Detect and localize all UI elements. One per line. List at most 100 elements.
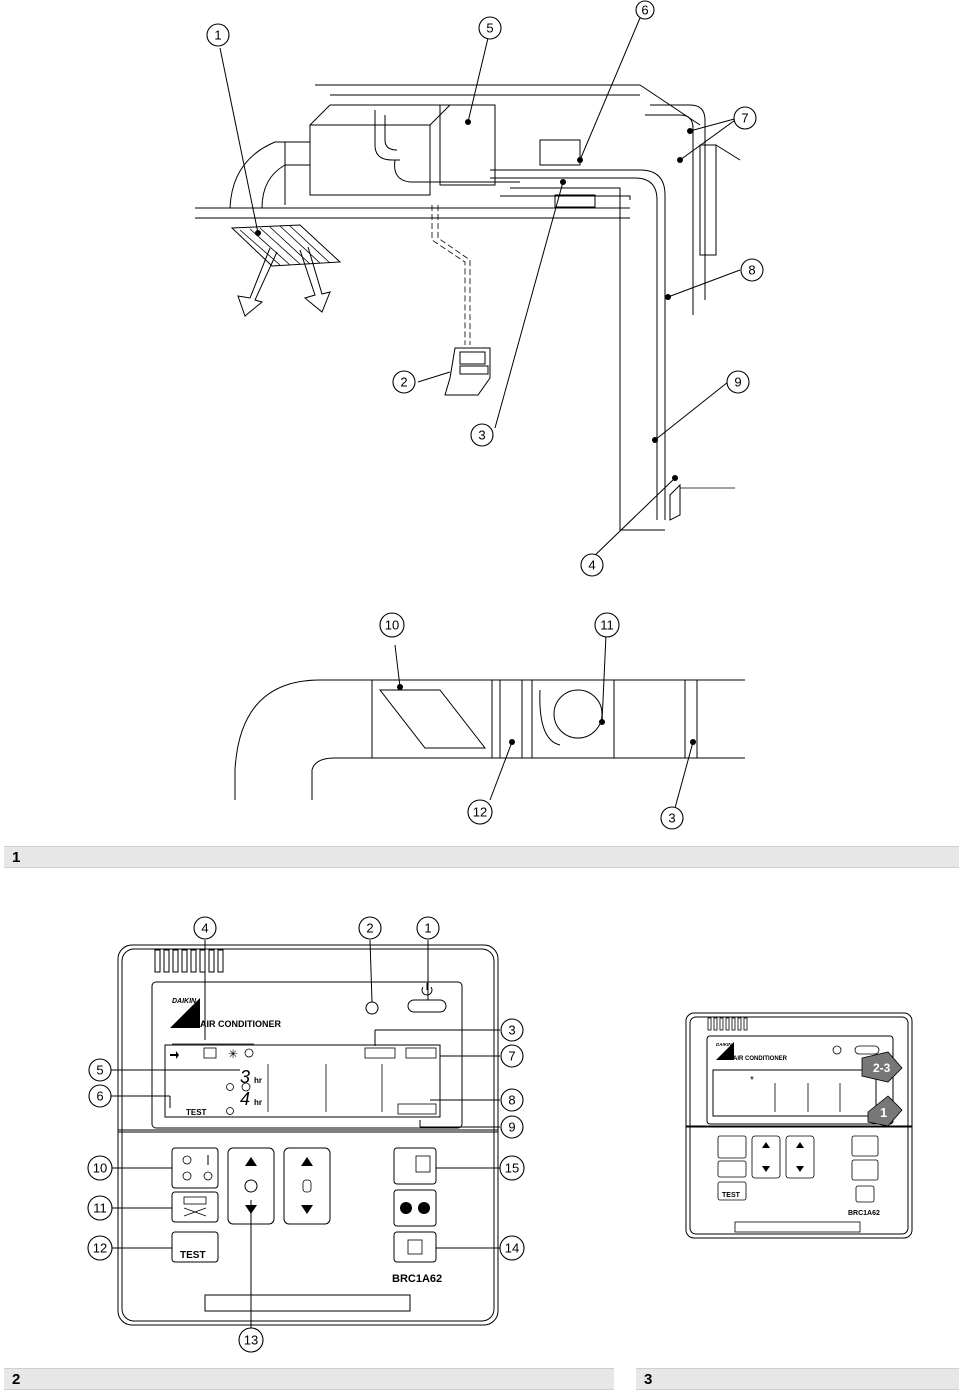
- svg-text:3: 3: [478, 428, 485, 443]
- indoor-unit-body: [309, 104, 520, 196]
- callout-3: 3: [500, 1018, 524, 1042]
- drain-hose: [431, 205, 471, 345]
- power-icon: [421, 983, 433, 996]
- vent-slots-small: [707, 1017, 748, 1031]
- figure-1-label-bar: 1: [4, 846, 959, 868]
- timer-on-off-button: [171, 1191, 219, 1223]
- svg-text:6: 6: [641, 3, 648, 18]
- callout-9: 9: [726, 370, 750, 394]
- callout-8: 8: [500, 1088, 524, 1112]
- callout-15: 15: [499, 1155, 525, 1181]
- remote-controller-small: [444, 347, 491, 396]
- svg-text:12: 12: [93, 1241, 107, 1256]
- on-off-button: [407, 999, 447, 1013]
- step-badge-2-3: 2-3: [861, 1051, 903, 1083]
- svg-text:5: 5: [486, 21, 493, 36]
- callout-2: 2: [358, 916, 382, 940]
- callout-6: 6: [88, 1084, 112, 1108]
- svg-text:4: 4: [588, 558, 595, 573]
- duct-detail: [234, 634, 745, 809]
- figure-3-number: 3: [644, 1371, 653, 1388]
- airflow-arrows: [237, 246, 331, 317]
- lcd-display: [164, 1044, 441, 1118]
- svg-text:5: 5: [96, 1063, 103, 1078]
- svg-text:TEST: TEST: [722, 1192, 741, 1199]
- figure-1-dots: [255, 119, 693, 481]
- svg-text:13: 13: [244, 1333, 258, 1348]
- air-flow-direction-button: [393, 1231, 437, 1263]
- callout-9: 9: [500, 1115, 524, 1139]
- wall-duct: [645, 104, 741, 315]
- svg-text:9: 9: [508, 1120, 515, 1135]
- callout-10: 10: [87, 1155, 113, 1181]
- lcd-segments: [267, 1064, 383, 1112]
- timer-off-unit: hr: [254, 1098, 262, 1107]
- callout-1: 1: [206, 23, 230, 47]
- figure-2-leader-lines: [110, 939, 500, 1328]
- ceiling-slab: [195, 84, 701, 219]
- svg-text:10: 10: [385, 618, 399, 633]
- svg-text:1: 1: [214, 28, 221, 43]
- figure-2-number: 2: [12, 1371, 21, 1388]
- timer-on-unit: hr: [254, 1076, 262, 1085]
- svg-text:11: 11: [600, 618, 614, 633]
- svg-text:2-3: 2-3: [873, 1061, 891, 1075]
- callout-2: 2: [392, 370, 416, 394]
- svg-text:1: 1: [880, 1105, 887, 1120]
- callout-10: 10: [379, 612, 405, 638]
- product-name-small: AIR CONDITIONER: [733, 1056, 788, 1062]
- callout-13: 13: [238, 1327, 264, 1353]
- callout-7: 7: [500, 1044, 524, 1068]
- callout-4: 4: [580, 553, 604, 577]
- svg-text:7: 7: [508, 1049, 515, 1064]
- lcd-top-icons: ✳: [170, 1043, 437, 1061]
- svg-text:4: 4: [201, 921, 208, 936]
- figure-2-remote-controller: DAIKIN AIR CONDITIONER ✳ 3 hr 4 hr: [87, 916, 525, 1353]
- callout-3: 3: [470, 423, 494, 447]
- svg-text:DAIKIN: DAIKIN: [172, 998, 197, 1005]
- temperature-adjust-button: [283, 1147, 331, 1225]
- figure-1-number: 1: [12, 849, 21, 866]
- vent-slots: [154, 949, 224, 973]
- svg-text:3: 3: [668, 811, 675, 826]
- callout-6: 6: [635, 0, 655, 20]
- product-name: AIR CONDITIONER: [200, 1019, 282, 1029]
- svg-text:2: 2: [366, 921, 373, 936]
- lcd-test-label: TEST: [186, 1108, 207, 1117]
- svg-text:9: 9: [734, 375, 741, 390]
- svg-text:*: *: [750, 1075, 754, 1086]
- callout-11: 11: [87, 1195, 113, 1221]
- svg-text:6: 6: [96, 1089, 103, 1104]
- callout-12: 12: [87, 1235, 113, 1261]
- figure-1-installation: 1 5 6 7 8 2 9 3 4 10 11 12 3: [195, 0, 764, 830]
- svg-text:3: 3: [508, 1023, 515, 1038]
- timer-on-digit: 3: [240, 1067, 250, 1087]
- svg-text:8: 8: [508, 1093, 515, 1108]
- timer-off-digit: 4: [240, 1089, 250, 1109]
- callout-1: 1: [416, 916, 440, 940]
- callout-14: 14: [499, 1235, 525, 1261]
- callout-12: 12: [467, 799, 493, 825]
- model-name-small: BRC1A62: [848, 1210, 880, 1217]
- svg-text:TEST: TEST: [180, 1250, 206, 1261]
- svg-text:15: 15: [505, 1161, 519, 1176]
- daikin-logo: DAIKIN: [170, 998, 200, 1028]
- test-button: TEST: [171, 1231, 219, 1263]
- callout-5: 5: [478, 16, 502, 40]
- figure-3-label-bar: 3: [636, 1368, 959, 1390]
- callout-5: 5: [88, 1058, 112, 1082]
- air-outlet-grille: [230, 224, 342, 267]
- figure-2-label-bar: 2: [4, 1368, 614, 1390]
- timer-adjust-button: [227, 1147, 275, 1225]
- svg-text:DAIKIN: DAIKIN: [716, 1042, 732, 1047]
- svg-text:1: 1: [424, 921, 431, 936]
- svg-text:7: 7: [741, 111, 748, 126]
- fan-speed-button: [393, 1189, 437, 1227]
- operation-mode-button: [393, 1147, 437, 1185]
- operation-lamp: [365, 1001, 379, 1015]
- callout-3b: 3: [660, 806, 684, 830]
- svg-text:8: 8: [748, 263, 755, 278]
- discharge-duct: [229, 141, 310, 209]
- clock-icons: [226, 1082, 251, 1115]
- callout-8: 8: [740, 258, 764, 282]
